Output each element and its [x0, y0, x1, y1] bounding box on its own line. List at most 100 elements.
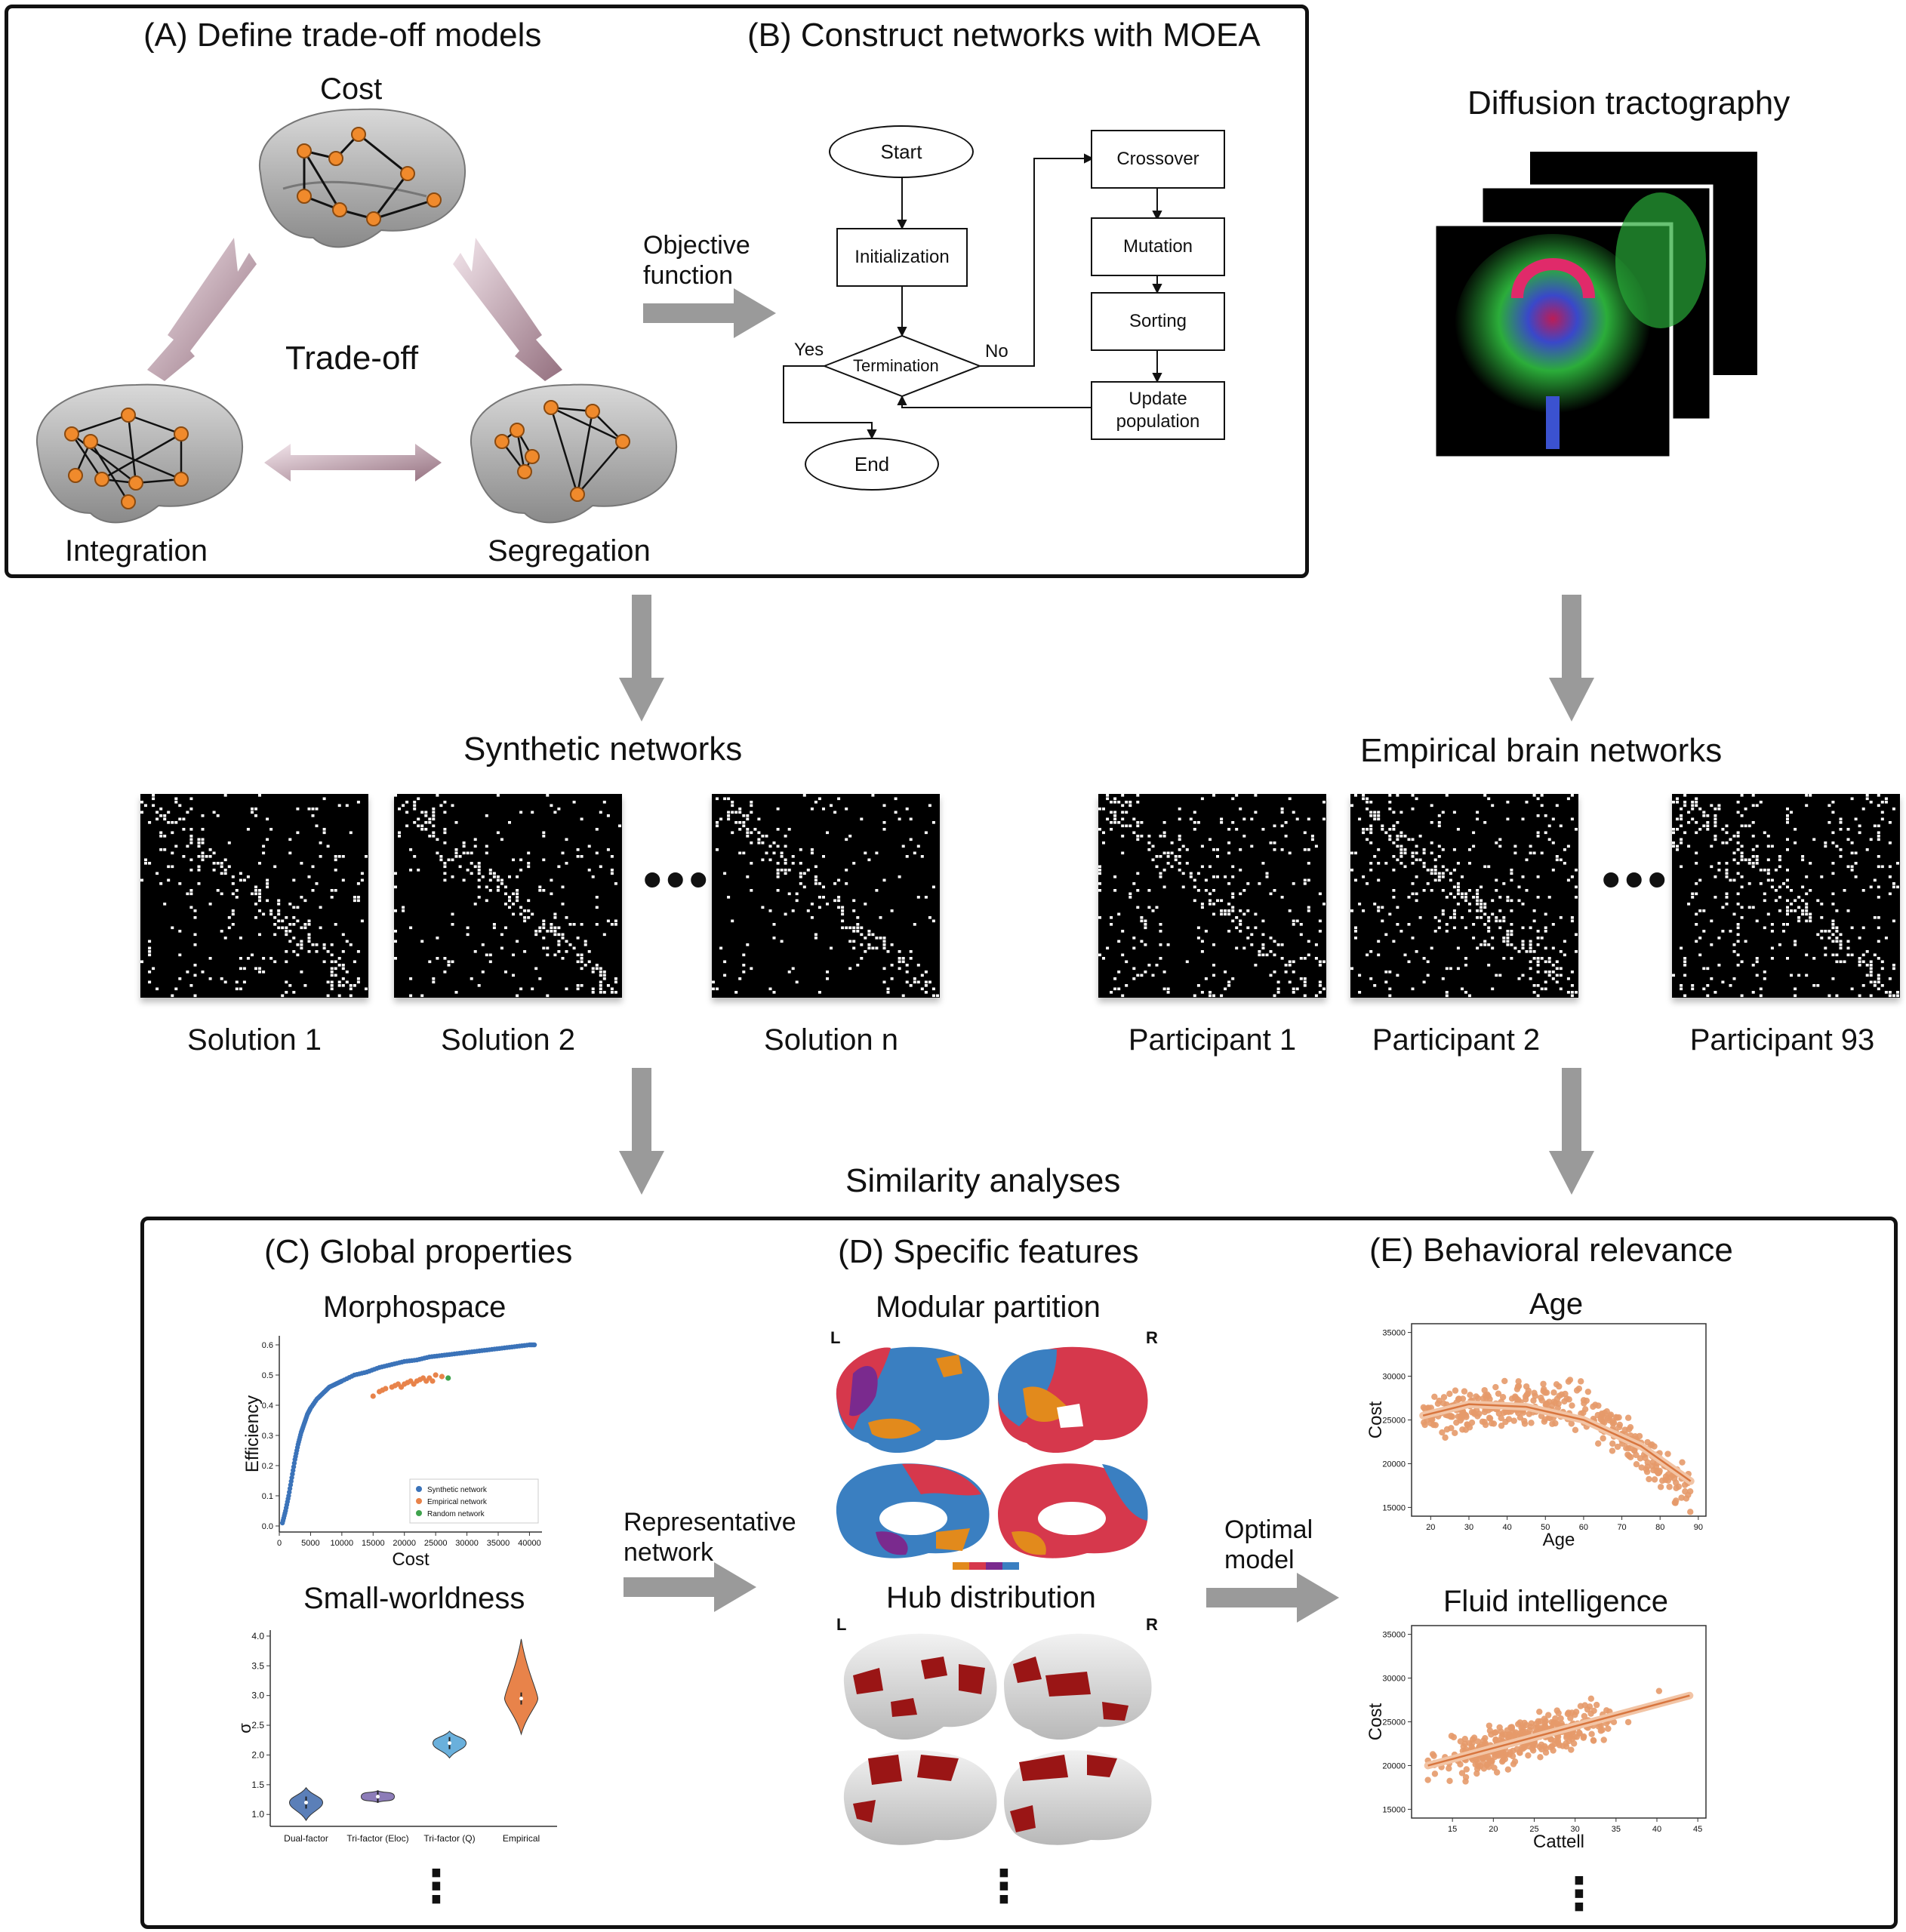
scatter-point: [1432, 1422, 1439, 1429]
scatter-point: [1563, 1734, 1570, 1741]
scatter-point: [1678, 1494, 1685, 1501]
x-tick-label: 90: [1694, 1523, 1703, 1532]
label-solution-2: Solution 2: [441, 1023, 575, 1057]
synthetic-point: [291, 1464, 297, 1469]
violin-median: [519, 1697, 523, 1701]
empirical-point: [380, 1387, 386, 1393]
scatter-point: [1655, 1687, 1663, 1694]
scatter-point: [1526, 1727, 1534, 1734]
y-tick-label: 0.2: [262, 1462, 273, 1471]
label-solution-1: Solution 1: [187, 1023, 322, 1057]
objective-label-1: Objective: [643, 231, 750, 260]
scatter-point: [1541, 1418, 1548, 1425]
scatter-point: [1486, 1414, 1493, 1421]
scatter-point: [1600, 1737, 1607, 1743]
scatter-point: [1682, 1488, 1689, 1495]
scatter-point: [1480, 1759, 1487, 1766]
scatter-point: [1482, 1734, 1489, 1742]
scatter-point: [1510, 1417, 1517, 1424]
scatter-point: [1666, 1483, 1673, 1491]
legend-marker: [416, 1510, 422, 1516]
scatter-point: [1670, 1475, 1678, 1482]
synthetic-point: [286, 1493, 291, 1499]
representative-arrow: [624, 1562, 756, 1612]
scatter-point: [1498, 1414, 1504, 1422]
empirical-point: [433, 1372, 439, 1378]
legend-label: Random network: [427, 1510, 485, 1518]
matrix-participant-93-pattern: [1672, 794, 1899, 998]
synthetic-point: [289, 1475, 294, 1481]
matrix-cells: [1672, 794, 1899, 998]
synthetic-point: [291, 1460, 297, 1466]
legend-box: [409, 1478, 539, 1524]
y-tick-label: 0.1: [262, 1492, 273, 1501]
scatter-point: [1610, 1718, 1618, 1726]
scatter-point: [1651, 1476, 1658, 1483]
x-tick-label: 40: [1652, 1825, 1661, 1834]
scatter-point: [1462, 1774, 1470, 1781]
scatter-point: [1479, 1418, 1486, 1425]
scatter-point: [1473, 1393, 1480, 1400]
scatter-point: [1627, 1454, 1634, 1460]
scatter-point: [1606, 1413, 1613, 1420]
y-tick-label: 15000: [1382, 1503, 1406, 1512]
scatter-point: [1461, 1388, 1468, 1395]
x-tick-label: 0: [277, 1539, 282, 1548]
scatter-point: [1446, 1390, 1453, 1398]
scatter-point: [1541, 1723, 1548, 1730]
scatter-point: [1615, 1423, 1623, 1431]
scatter-point: [1443, 1426, 1451, 1433]
down-arrow-empirical: [1549, 595, 1594, 721]
scatter-point: [1470, 1734, 1478, 1741]
y-tick-label: 3.0: [251, 1690, 264, 1701]
y-axis-label: Cost: [1366, 1703, 1386, 1741]
x-tick-label: 15000: [362, 1539, 385, 1548]
scatter-point: [1515, 1383, 1523, 1389]
scatter-point: [1523, 1391, 1531, 1398]
y-tick-label: 30000: [1382, 1373, 1406, 1382]
scatter-point: [1633, 1461, 1640, 1468]
scatter-point: [1505, 1731, 1513, 1738]
scatter-point: [1614, 1443, 1621, 1451]
panel-e-title: (E) Behavioral relevance: [1369, 1232, 1733, 1269]
scatter-point: [1459, 1395, 1467, 1402]
matrix-solution-1: [140, 794, 368, 998]
modular-title: Modular partition: [876, 1291, 1101, 1324]
scatter-point: [1498, 1733, 1505, 1740]
scatter-point: [1493, 1769, 1501, 1776]
termination-label: Termination: [853, 356, 939, 375]
x-tick-label: 35: [1612, 1825, 1621, 1834]
scatter-point: [1498, 1758, 1506, 1765]
segregation-label: Segregation: [488, 534, 651, 568]
y-tick-label: 35000: [1382, 1329, 1406, 1338]
empirical-point: [370, 1393, 376, 1399]
scatter-point: [1452, 1387, 1459, 1394]
scatter-point: [1609, 1440, 1616, 1447]
synthetic-point: [288, 1478, 294, 1484]
violin-3: [503, 1638, 539, 1736]
synthetic-point: [287, 1490, 292, 1495]
scatter-point: [1442, 1434, 1449, 1441]
scatter-point: [1550, 1389, 1557, 1396]
scatter-point: [1580, 1734, 1587, 1741]
label-participant-2: Participant 2: [1372, 1023, 1541, 1057]
empirical-title: Empirical brain networks: [1360, 732, 1723, 769]
y-tick-label: 2.0: [251, 1749, 264, 1760]
scatter-point: [1609, 1447, 1616, 1454]
synthetic-point: [290, 1472, 295, 1477]
scatter-point: [1593, 1701, 1600, 1709]
matrix-cells: [1098, 794, 1326, 998]
morphospace-title: Morphospace: [323, 1291, 507, 1324]
y-tick-label: 35000: [1382, 1631, 1406, 1640]
scatter-point: [1421, 1419, 1427, 1426]
scatter-point: [1520, 1409, 1527, 1417]
start-node: Start: [829, 125, 974, 178]
scatter-point: [1540, 1380, 1547, 1387]
hub-right-label: R: [1146, 1615, 1158, 1634]
scatter-point: [1446, 1765, 1452, 1772]
matrix-cells: [712, 794, 939, 998]
scatter-point: [1572, 1712, 1578, 1718]
scatter-point: [1513, 1746, 1520, 1752]
update-population-node: Update population: [1091, 381, 1225, 440]
integration-brain: [35, 383, 244, 524]
